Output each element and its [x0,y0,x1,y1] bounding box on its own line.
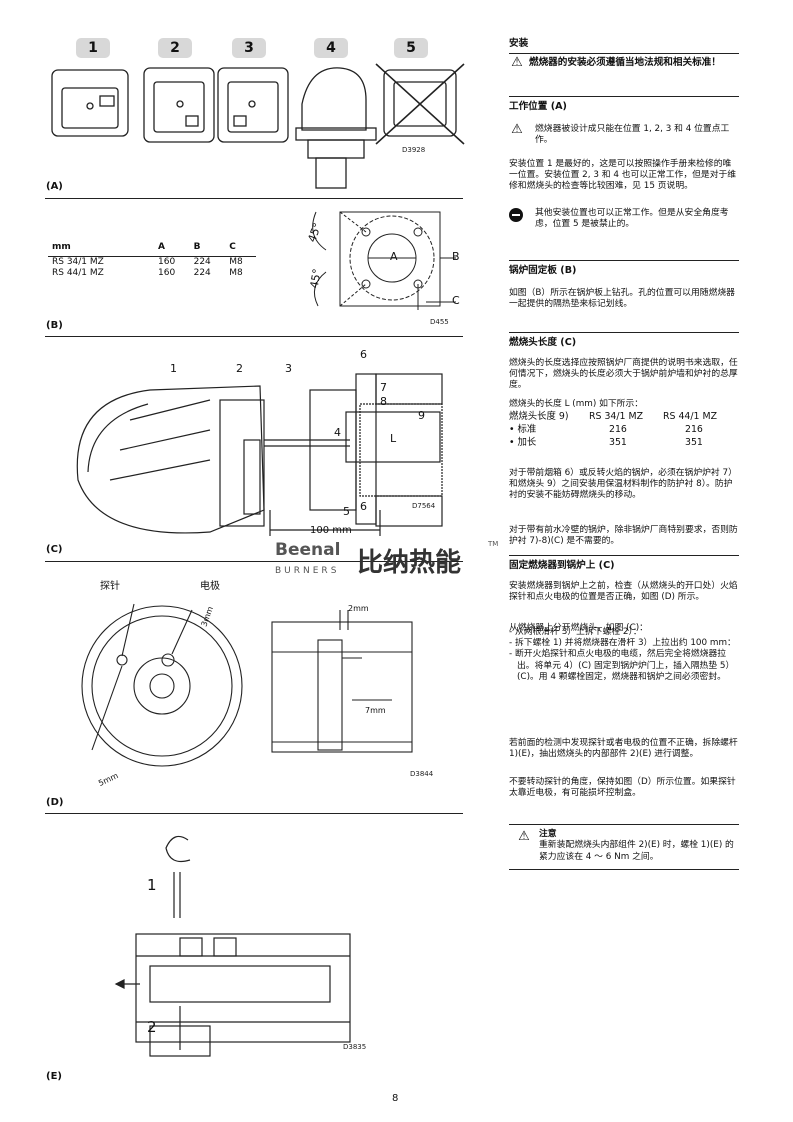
watermark-cn: 比纳热能 [357,548,462,578]
section-title-boiler-plate: 锅炉固定板 (B) [509,265,577,276]
list-item: - 断开火焰探针和点火电极的电缆，然后完全将燃烧器拉出。将单元 4）(C) 固定… [509,649,735,682]
figure-code-c: D7564 [412,502,436,510]
main-warning: ⚠ 燃烧器的安装必须遵循当地法规和相关标准！ [509,55,739,70]
mounting-separate-intro: 从燃烧器上分开燃烧头，如图 (C)： [509,622,648,633]
dimension-7mm: 7mm [365,706,386,715]
panel-label-a: (A) [46,181,63,192]
list-item: - 从两根滑杆 3）上拆下螺栓 2）： [509,627,642,637]
warning-icon: ⚠ [511,122,523,137]
divider-d [45,813,463,814]
dimension-2mm: 2mm [348,604,369,613]
flange-label-a: A [390,250,398,263]
flange-label-c: C [452,294,460,307]
label-probe: 探针 [100,581,120,592]
divider-a [45,198,463,199]
callout-6-bottom: 6 [360,500,367,513]
callout-4: 4 [334,426,341,439]
position-warning: ⚠ 燃烧器被设计成只能在位置 1, 2, 3 和 4 位置点工作。 [509,122,739,146]
warning-icon: ⚠ [518,829,530,844]
e-callout-2: 2 [147,1018,157,1036]
position-prohibited-text: 其他安装位置也可以正常工作。但是从安全角度考虑，位置 5 是被禁止的。 [535,208,729,230]
callout-2: 2 [236,362,243,375]
probe-electrode-drawing [81,603,413,767]
figure-code-e: D3835 [343,1043,367,1051]
panel-label-b: (B) [46,320,63,331]
position-warning-text: 燃烧器被设计成只能在位置 1, 2, 3 和 4 位置点工作。 [535,124,730,146]
divider [509,53,739,54]
mounting-steps-list: - 从两根滑杆 3）上拆下螺栓 2）： - 拆下螺栓 1) 并将燃烧器在滑杆 3… [509,627,739,683]
table-row: RS 34/1 MZ 160 224 M8 [52,257,243,267]
note-box: ⚠ 注意 重新装配燃烧头内部组件 2)(E) 时，螺栓 1)(E) 的紧力应该在… [509,824,739,871]
no-entry-icon [509,208,523,222]
head-length-table: 燃烧头长度 9) RS 34/1 MZ RS 44/1 MZ • 标准 216 … [509,410,739,449]
divider-c [45,561,463,562]
head-length-watercooled-paragraph: 对于带有前水冷壁的锅炉，除非锅炉厂商特别要求，否则防护衬 7)-8)(C) 是不… [509,524,738,546]
note-title: 注意 [539,829,557,839]
figure-code-d: D3844 [410,770,434,778]
burner-positions-drawing [51,63,465,189]
callout-5: 5 [343,505,350,518]
dimension-100mm: 100 mm [310,525,352,536]
divider [509,96,739,97]
callout-7: 7 [380,381,387,394]
figure-code-b: D455 [430,318,449,326]
callout-1: 1 [170,362,177,375]
panel-label-d: (D) [46,797,64,808]
callout-length-l: L [390,432,397,445]
table-row: • 标准 216 216 [509,424,703,435]
boiler-plate-drawing [312,211,456,310]
burner-section-drawing [76,373,443,536]
boiler-plate-paragraph: 如图（B）所示在锅炉板上钻孔。孔的位置可以用随燃烧器一起提供的隔热垫来标记划线。 [509,287,735,309]
main-warning-text: 燃烧器的安装必须遵循当地法规和相关标准！ [529,57,721,68]
watermark-sub: BURNERS [275,566,340,576]
label-electrode: 电极 [200,581,220,592]
figure-code-a: D3928 [402,146,426,154]
table-header-c: C [225,240,256,257]
table-header-b: B [189,240,226,257]
note-text: 重新装配燃烧头内部组件 2)(E) 时，螺栓 1)(E) 的紧力应该在 4 ～ … [539,840,734,862]
position-prohibited: 其他安装位置也可以正常工作。但是从安全角度考虑，位置 5 是被禁止的。 [509,208,739,230]
mounting-adjust-paragraph: 若前面的检测中发现探针或者电极的位置不正确，拆除螺杆 1)(E)，抽出燃烧头的内… [509,737,738,759]
section-title-position: 工作位置 (A) [509,101,567,112]
callout-6-top: 6 [360,348,367,361]
flange-label-b: B [452,250,460,263]
panel-label-c: (C) [46,544,63,555]
panel-label-e: (E) [46,1071,62,1082]
head-length-lining-paragraph: 对于带前烟箱 6）或反转火焰的锅炉，必须在锅炉炉衬 7）和燃烧头 9）之间安装用… [509,467,737,501]
head-length-paragraph: 燃烧头的长度选择应按照锅炉厂商提供的说明书来选取，任何情况下，燃烧头的长度必须大… [509,357,738,391]
warning-icon: ⚠ [511,55,523,70]
mounting-probe-paragraph: 不要转动探针的角度，保持如图（D）所示位置。如果探针太靠近电极，有可能损坏控制盒… [509,776,736,798]
watermark-tm: TM [488,540,499,548]
divider [509,260,739,261]
table-row: RS 44/1 MZ 160 224 M8 [52,268,243,278]
position-badge-5: 5 [394,38,428,58]
section-title-head-length: 燃烧头长度 (C) [509,337,577,348]
position-paragraph: 安装位置 1 是最好的，这是可以按照操作手册来检修的唯一位置。安装位置 2, 3… [509,158,737,192]
position-badge-2: 2 [158,38,192,58]
callout-8: 8 [380,395,387,408]
e-callout-1: 1 [147,876,157,894]
callout-9: 9 [418,409,425,422]
page-number: 8 [392,1093,399,1104]
head-length-intro: 燃烧头的长度 L (mm) 如下所示： [509,398,644,409]
section-title-mounting: 固定燃烧器到锅炉上 (C) [509,560,615,571]
watermark-brand: Beenal [275,540,341,560]
table-header-mm: mm [48,240,154,257]
divider [509,555,739,556]
table-header-a: A [154,240,190,257]
callout-3: 3 [285,362,292,375]
table-row: • 加长 351 351 [509,437,703,448]
section-title-install: 安装 [509,38,529,49]
mounting-check-paragraph: 安装燃烧器到锅炉上之前，检查（从燃烧头的开口处）火焰探针和点火电极的位置是否正确… [509,580,738,602]
position-badge-1: 1 [76,38,110,58]
dimensions-table: mm A B C RS 34/1 MZ 160 224 M8 RS 44/1 M… [48,240,256,279]
divider-b [45,336,463,337]
list-item: - 拆下螺栓 1) 并将燃烧器在滑杆 3）上拉出约 100 mm： [509,638,736,649]
position-badge-3: 3 [232,38,266,58]
position-badge-4: 4 [314,38,348,58]
divider [509,332,739,333]
head-disassembly-drawing [114,835,351,1057]
